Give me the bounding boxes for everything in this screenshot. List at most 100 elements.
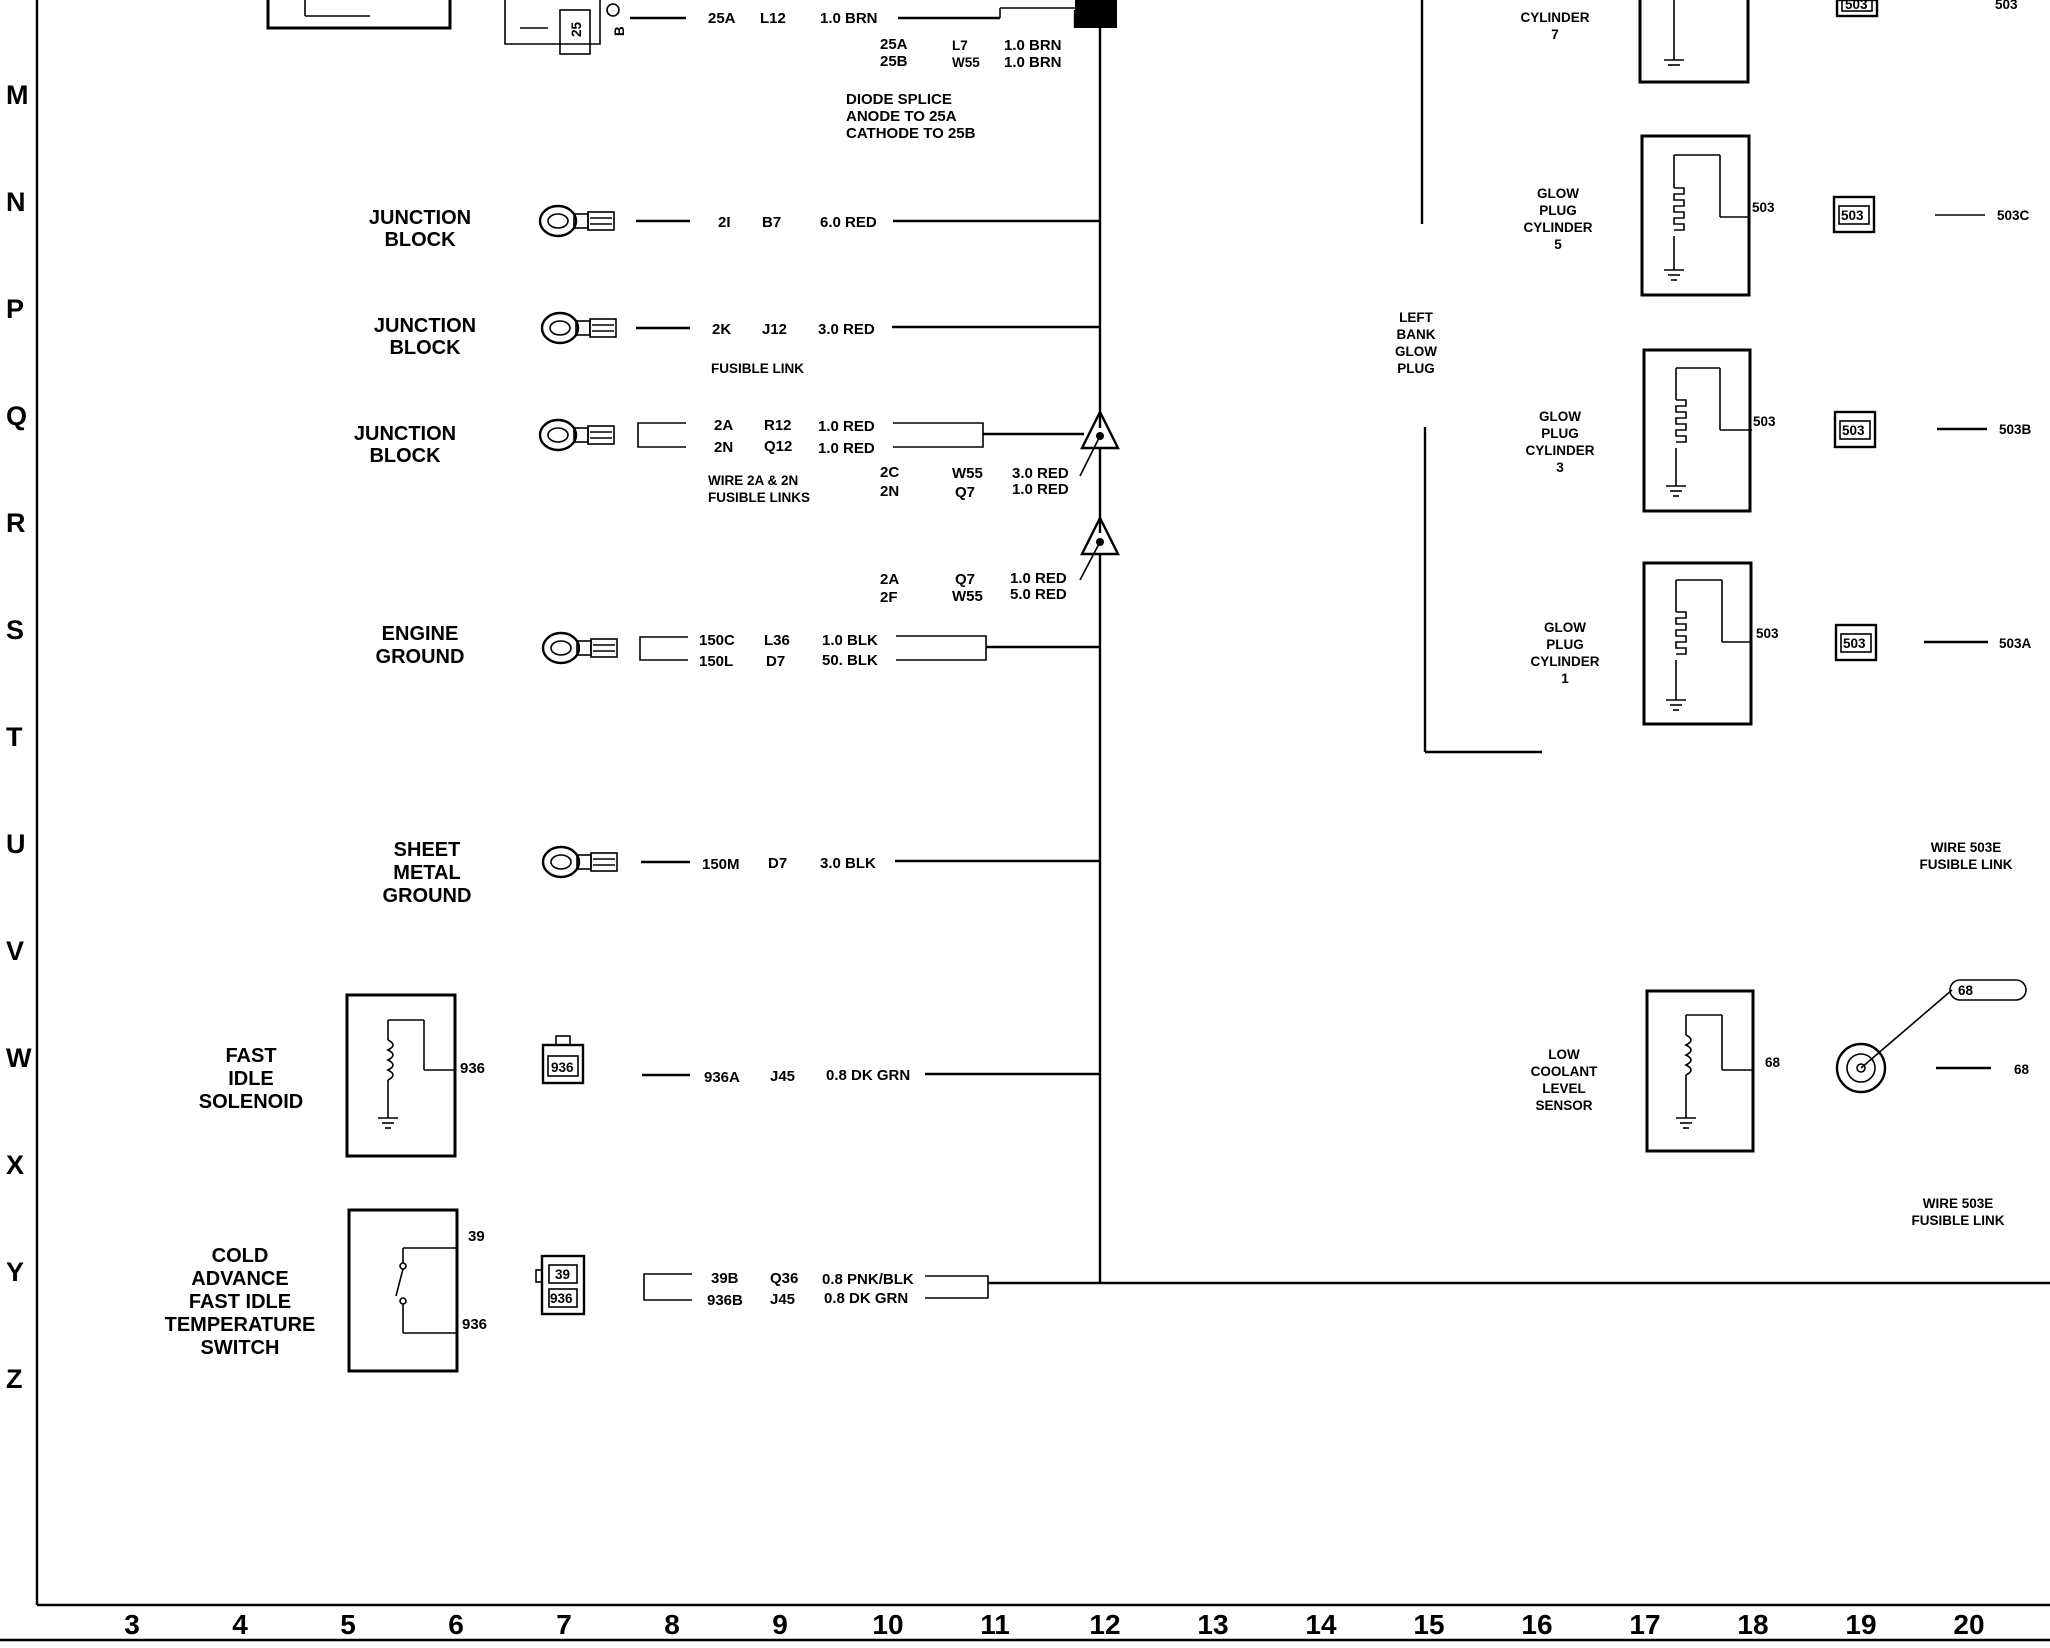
glow-plug-3-circuit: 503B (1999, 422, 2032, 437)
junction-block-3-name-2: BLOCK (369, 445, 441, 467)
col-label-5: 5 (340, 1609, 356, 1640)
glow-plug-3-pin: 503 (1753, 414, 1776, 429)
cold-advance-switch: COLD ADVANCE FAST IDLE TEMPERATURE SWITC… (165, 1208, 989, 1373)
cold-advance-switch-circuit-a: 39B (711, 1270, 739, 1287)
row-labels: M N P Q R S T U V W X Y Z (6, 80, 32, 1394)
col-label-13: 13 (1197, 1609, 1228, 1640)
top-splice-wire-2: 1.0 BRN (1004, 54, 1062, 71)
top-splice-wire-1: 1.0 BRN (1004, 37, 1062, 54)
ring-terminal-icon (540, 311, 617, 345)
cold-advance-switch-location-b: J45 (770, 1291, 795, 1308)
fusible-note-1-line-2: FUSIBLE LINK (1920, 857, 2013, 872)
col-label-6: 6 (448, 1609, 464, 1640)
row-label-x: X (6, 1150, 24, 1180)
col-label-11: 11 (980, 1609, 1010, 1640)
left-bank-bracket: LEFT BANK GLOW PLUG (1395, 0, 1542, 754)
connector-icon: 936 (541, 1035, 585, 1085)
glow-plug-3-name-2: PLUG (1541, 426, 1579, 441)
top-connector-letter: B (612, 26, 627, 36)
top-wire: 1.0 BRN (820, 10, 878, 27)
fusible-link-note-2: WIRE 503E FUSIBLE LINK (1912, 1196, 2005, 1228)
splice-2-location-2: W55 (952, 588, 983, 605)
row-label-n: N (6, 187, 26, 217)
row-label-v: V (6, 936, 24, 966)
junction-block-3-circuit-a: 2A (714, 417, 733, 434)
column-labels: 3 4 5 6 7 8 9 10 11 12 13 14 15 16 17 18… (124, 1609, 1984, 1640)
cold-advance-switch-connector-b: 936 (550, 1291, 573, 1306)
fusible-note-2-line-2: FUSIBLE LINK (1912, 1213, 2005, 1228)
cold-advance-switch-name-2: ADVANCE (191, 1268, 288, 1290)
fast-idle-solenoid-name-3: SOLENOID (199, 1091, 303, 1113)
sheet-metal-ground-name-1: SHEET (394, 839, 461, 861)
glow-plug-5-name-1: GLOW (1537, 186, 1579, 201)
glow-plug-cylinder-3: GLOW PLUG CYLINDER 3 503 503 503B (1525, 348, 2032, 513)
top-location: L12 (760, 10, 786, 27)
top-splice-location-1: L7 (952, 38, 968, 53)
engine-ground-wire-b: 50. BLK (822, 652, 878, 669)
top-splice: 25A 25B L7 W55 1.0 BRN 1.0 BRN (880, 36, 1062, 71)
cold-advance-switch-location-a: Q36 (770, 1270, 798, 1287)
junction-block-3-location-a: R12 (764, 417, 792, 434)
fusible-note-2-line-1: WIRE 503E (1923, 1196, 1994, 1211)
engine-ground-wire-a: 1.0 BLK (822, 632, 878, 649)
junction-block-3-note-2: FUSIBLE LINKS (708, 490, 810, 505)
splice-1-circuit-2: 2N (880, 483, 899, 500)
junction-block-1-wire: 6.0 RED (820, 214, 877, 231)
row-label-z: Z (6, 1364, 23, 1394)
low-coolant-level-sensor: LOW COOLANT LEVEL SENSOR 68 68 68 (1531, 979, 2030, 1153)
top-partial-components: 25 B (266, 0, 627, 55)
engine-ground-location-b: D7 (766, 653, 785, 670)
glow-plug-3-name-4: 3 (1556, 460, 1564, 475)
glow-plug-cylinder-1: GLOW PLUG CYLINDER 1 503 503 503A (1530, 561, 2032, 726)
glow-plug-7-name-1: CYLINDER (1520, 10, 1589, 25)
cold-advance-switch-name-1: COLD (212, 1245, 269, 1267)
col-label-12: 12 (1089, 1609, 1120, 1640)
low-coolant-tag: 68 (1958, 983, 1974, 998)
engine-ground-name-2: GROUND (376, 646, 465, 668)
engine-ground-circuit-b: 150L (699, 653, 733, 670)
junction-block-3-wire-b: 1.0 RED (818, 440, 875, 457)
main-bus (988, 18, 2050, 1285)
glow-plug-3-name-1: GLOW (1539, 409, 1581, 424)
ring-terminal-icon (541, 631, 618, 665)
junction-block-2-note: FUSIBLE LINK (711, 361, 804, 376)
fast-idle-solenoid-connector: 936 (551, 1060, 574, 1075)
engine-ground-location-a: L36 (764, 632, 790, 649)
glow-plug-3-name-3: CYLINDER (1525, 443, 1594, 458)
junction-block-2: JUNCTION BLOCK 2K J12 3.0 RED FUSIBLE LI… (374, 311, 1100, 376)
col-label-19: 19 (1845, 1609, 1876, 1640)
col-label-18: 18 (1737, 1609, 1768, 1640)
col-label-7: 7 (556, 1609, 572, 1640)
junction-block-1: JUNCTION BLOCK 2I B7 6.0 RED (369, 204, 1100, 251)
ring-terminal-icon (541, 845, 618, 879)
diode-note-line-2: ANODE TO 25A (846, 108, 957, 125)
glow-plug-1-name-4: 1 (1561, 671, 1569, 686)
glow-plug-1-name-1: GLOW (1544, 620, 1586, 635)
junction-block-1-circuit: 2I (718, 214, 731, 231)
junction-block-3-circuit-b: 2N (714, 439, 733, 456)
glow-plug-3-connector: 503 (1842, 423, 1865, 438)
connector-icon: 503 (1834, 623, 1878, 662)
low-coolant-name-4: SENSOR (1535, 1098, 1592, 1113)
junction-block-3-name-1: JUNCTION (354, 423, 456, 445)
cold-advance-switch-pin-b: 936 (462, 1316, 487, 1333)
left-bank-label-4: PLUG (1397, 361, 1435, 376)
col-label-4: 4 (232, 1609, 248, 1640)
top-connector-number: 25 (569, 21, 584, 37)
glow-plug-5-name-3: CYLINDER (1523, 220, 1592, 235)
splice-1-wire-1: 3.0 RED (1012, 465, 1069, 482)
splice-2-circuit-2: 2F (880, 589, 898, 606)
fast-idle-solenoid-name-2: IDLE (228, 1068, 274, 1090)
glow-plug-1-circuit: 503A (1999, 636, 2032, 651)
sheet-metal-ground: SHEET METAL GROUND 150M D7 3.0 BLK (383, 839, 1100, 907)
cold-advance-switch-name-3: FAST IDLE (189, 1291, 291, 1313)
left-bank-label-1: LEFT (1399, 310, 1433, 325)
splice-1-circuit-1: 2C (880, 464, 899, 481)
engine-ground-name-1: ENGINE (382, 623, 459, 645)
ring-terminal-icon (538, 204, 615, 238)
glow-plug-cylinder-5: GLOW PLUG CYLINDER 5 503 503 503C (1523, 134, 2030, 297)
splice-1-wire-2: 1.0 RED (1012, 481, 1069, 498)
row-label-t: T (6, 722, 23, 752)
glow-plug-5-circuit: 503C (1997, 208, 2030, 223)
